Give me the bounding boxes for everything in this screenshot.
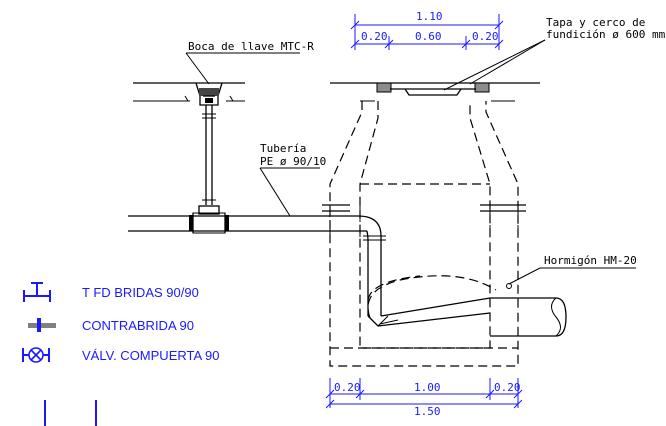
dim-top-center: 0.60 — [415, 30, 442, 43]
bottom-dimensions: 0.20 1.00 0.20 1.50 — [325, 378, 523, 418]
dim-bottom-left: 0.20 — [334, 381, 361, 394]
dim-bottom-right: 0.20 — [494, 381, 521, 394]
hydrant-assembly — [133, 82, 245, 234]
gate-valve-icon — [22, 347, 50, 363]
legend-label-gate-valve: VÁLV. COMPUERTA 90 — [82, 348, 220, 363]
dim-bottom-center: 1.00 — [414, 381, 441, 394]
label-tuberia-2: PE ø 90/10 — [260, 155, 326, 168]
label-tapa-1: Tapa y cerco de — [546, 16, 645, 29]
dim-top-total: 1.10 — [416, 10, 443, 23]
legend: T FD BRIDAS 90/90 CONTRABRIDA 90 VÁLV. C… — [22, 282, 220, 426]
label-boca-llave: Boca de llave MTC-R — [188, 40, 314, 53]
t-flange-icon — [23, 282, 51, 302]
dim-top-right: 0.20 — [472, 30, 499, 43]
dim-top-left: 0.20 — [361, 30, 388, 43]
main-pipe — [128, 215, 567, 337]
label-tuberia-1: Tubería — [260, 142, 306, 155]
label-tapa-2: fundición ø 600 mm. — [546, 28, 666, 41]
callouts: Boca de llave MTC-R Tubería PE ø 90/10 T… — [185, 16, 666, 269]
legend-label-counter-flange: CONTRABRIDA 90 — [82, 318, 194, 333]
dim-bottom-total: 1.50 — [414, 405, 441, 418]
valve-chamber — [322, 82, 541, 367]
legend-label-t-flange: T FD BRIDAS 90/90 — [82, 285, 199, 300]
label-hormigon: Hormigón HM-20 — [544, 254, 637, 267]
top-dimensions: 1.10 0.20 0.60 0.20 — [350, 10, 504, 50]
counter-flange-icon — [28, 318, 56, 332]
